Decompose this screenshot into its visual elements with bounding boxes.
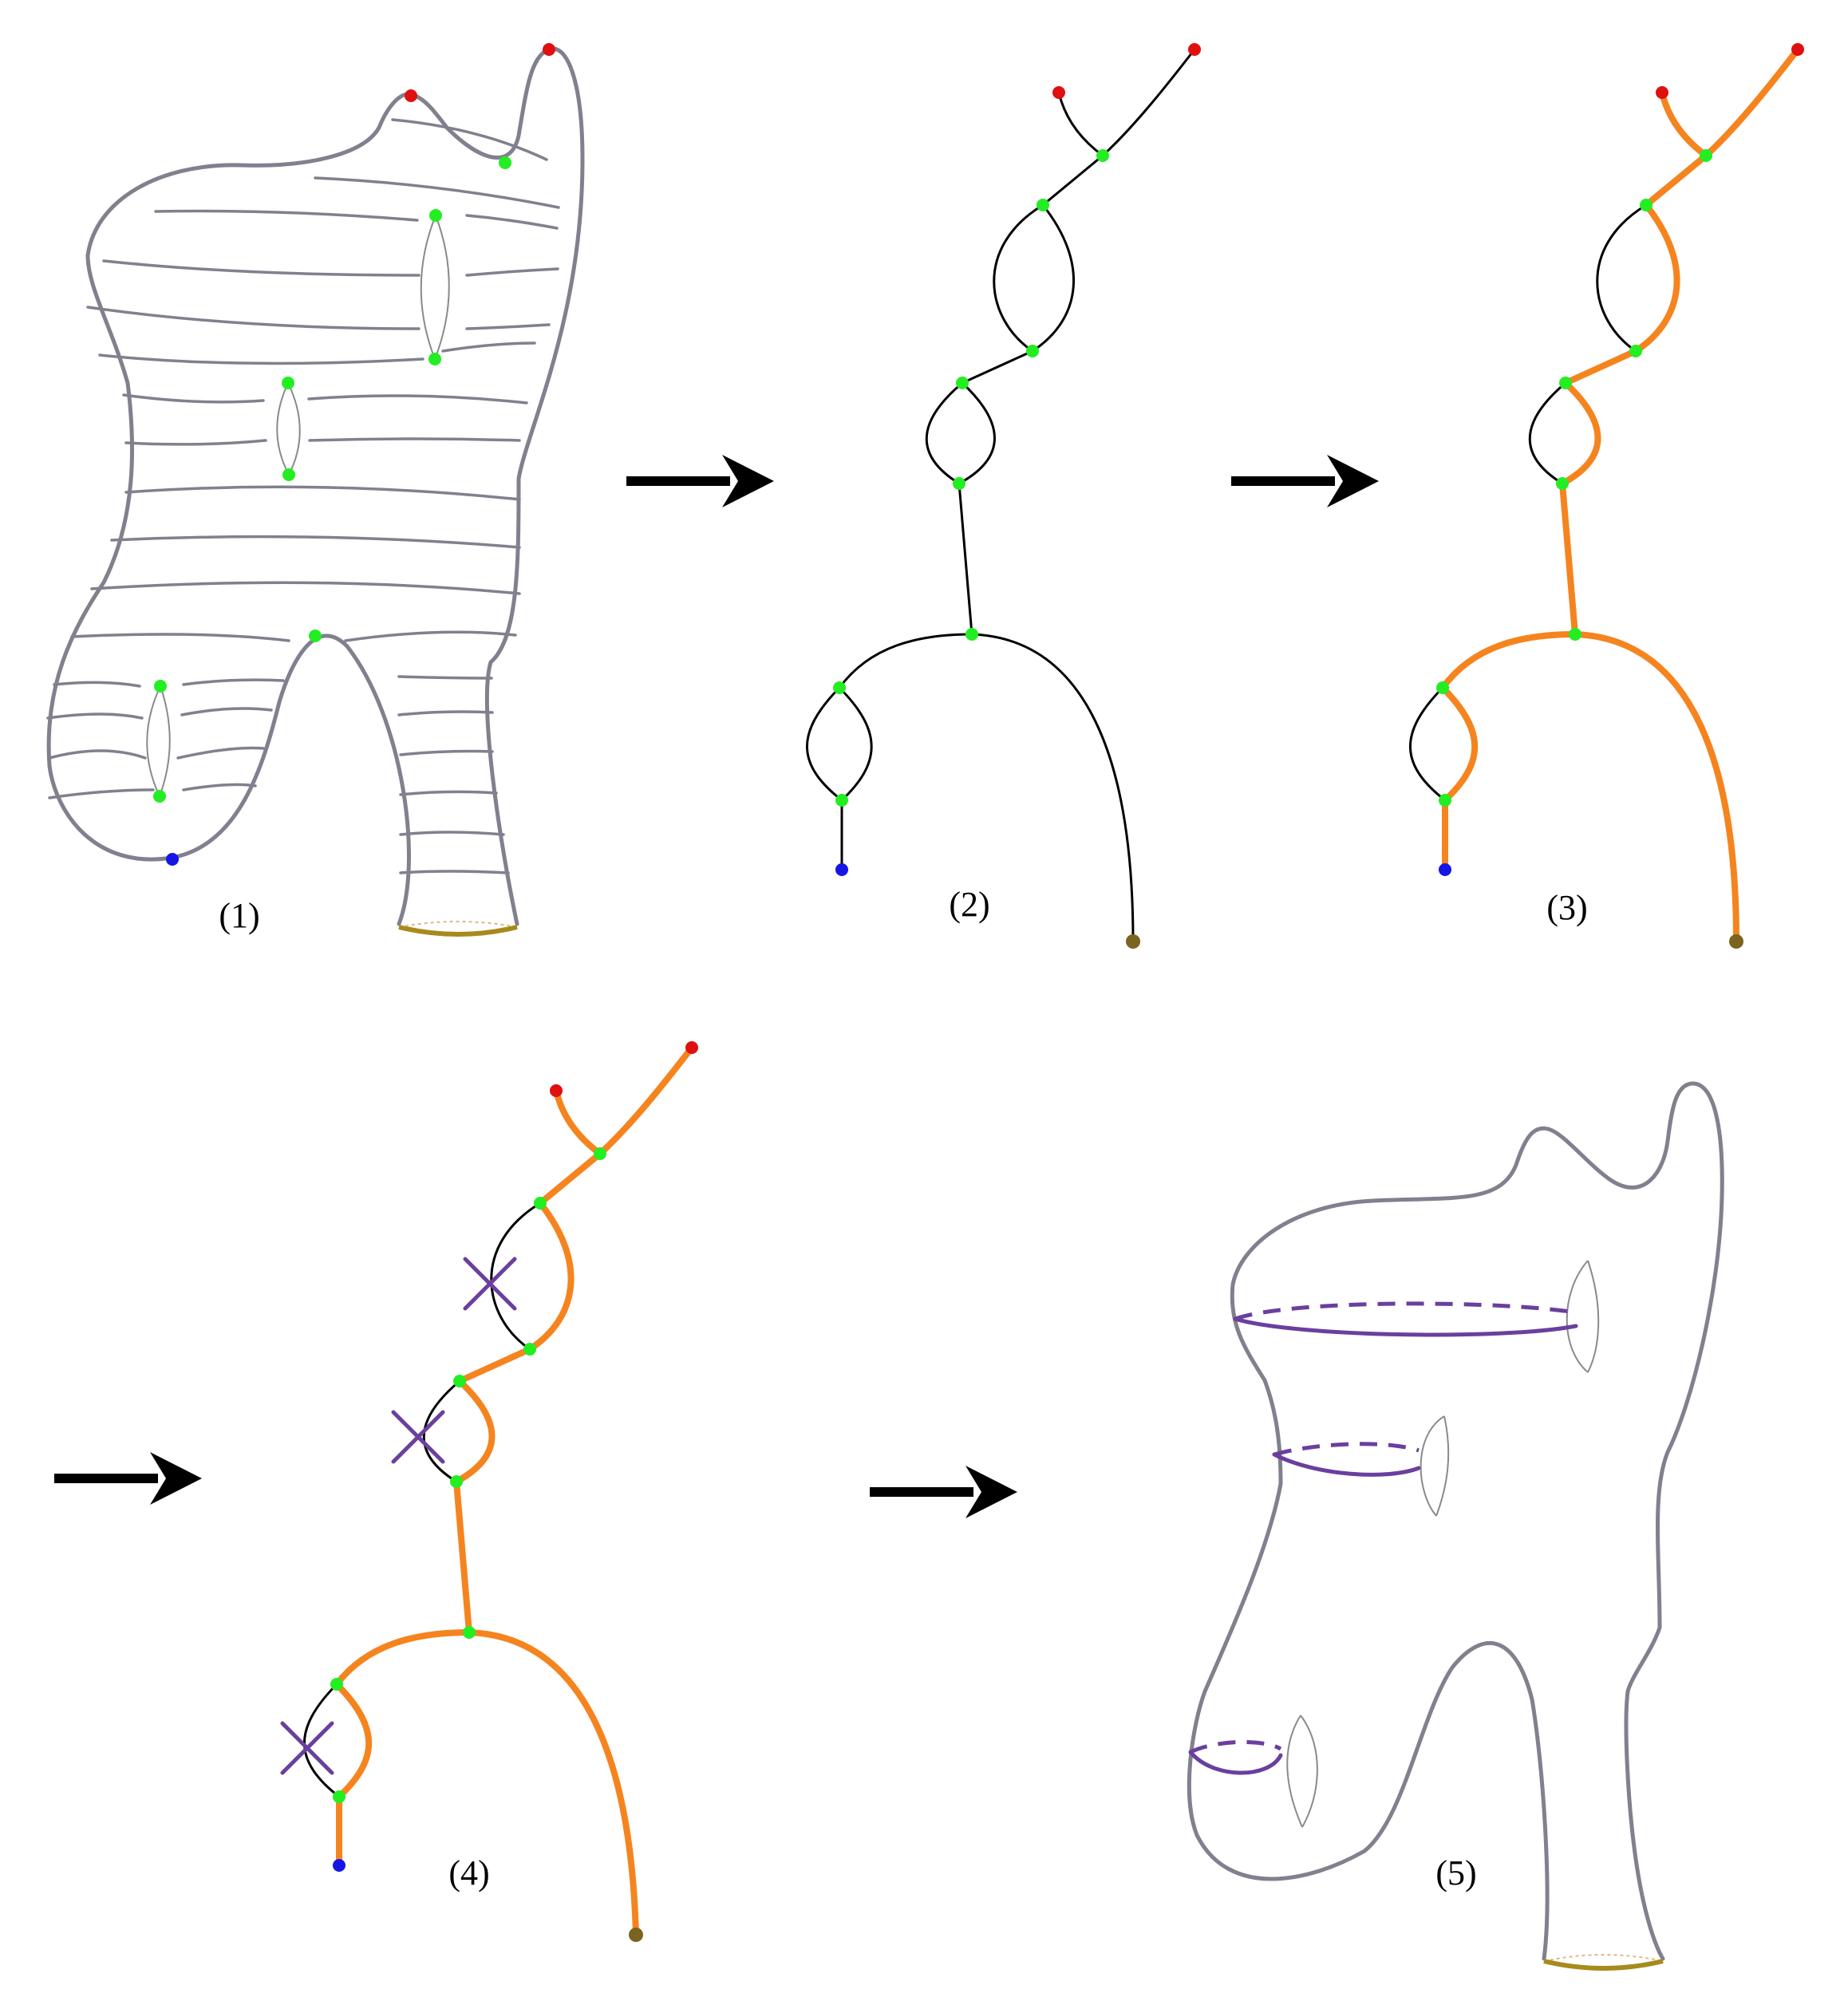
panel-2-nodes: [833, 43, 1201, 949]
cut-curve-back: [1234, 1301, 1577, 1321]
panel-5-label: (5): [1435, 1853, 1476, 1893]
cut-curve-front: [1188, 1750, 1283, 1775]
saddle-node: [523, 1343, 536, 1356]
maximum-node: [1791, 43, 1804, 56]
saddle-node: [953, 477, 965, 490]
panel-5-boundary-back: [1543, 1954, 1664, 1962]
minimum-point: [166, 853, 179, 866]
saddle-node: [450, 1475, 463, 1488]
right-arrow-icon: [1231, 455, 1379, 507]
panel-1-critical-points: [153, 43, 555, 866]
saddle-node: [1700, 149, 1712, 162]
panel-3-graph: (3): [1409, 43, 1804, 949]
saddle-node: [333, 1790, 346, 1803]
minimum-node: [333, 1859, 346, 1872]
minimum-node: [1439, 863, 1451, 876]
saddle-node: [453, 1375, 466, 1387]
panel-1-handles: [146, 215, 450, 797]
panel-3-nodes: [1436, 43, 1804, 949]
panel-5-boundary-ring: [1543, 1959, 1664, 1971]
saddle-node: [956, 377, 969, 389]
minimum-node: [835, 863, 848, 876]
maximum-node: [1656, 86, 1668, 99]
boundary-node: [1729, 934, 1743, 949]
saddle-node: [835, 794, 848, 807]
saddle-point: [153, 790, 166, 803]
panel-5-surface-outline: [1187, 1081, 1724, 1961]
maximum-point: [405, 89, 417, 102]
panel-5-handles: [1286, 1260, 1600, 1828]
panel-5-cut-curves: [1188, 1301, 1578, 1775]
panel-3-label: (3): [1546, 888, 1587, 927]
saddle-point: [282, 377, 294, 389]
panel-2-label: (2): [949, 885, 989, 924]
saddle-node: [1037, 199, 1049, 211]
panel-4-black-edges: [303, 1202, 542, 1798]
panel-1-surface-outline: [46, 46, 585, 926]
panel-1-surface: (1): [46, 43, 585, 937]
saddle-point: [499, 156, 511, 169]
maximum-point: [543, 43, 555, 56]
cut-curve-front: [1272, 1452, 1421, 1477]
boundary-node: [629, 1928, 643, 1942]
cross-mark-icon: [391, 1410, 445, 1464]
saddle-point: [154, 680, 167, 693]
right-arrow-icon: [870, 1466, 1017, 1518]
panel-4-spanning-tree: [334, 1044, 695, 1938]
saddle-node: [1559, 377, 1572, 389]
maximum-node: [1052, 86, 1065, 99]
cross-mark-icon: [463, 1257, 517, 1311]
panel-4-label: (4): [448, 1853, 489, 1893]
saddle-node: [965, 628, 978, 641]
cut-curve-back: [1189, 1739, 1282, 1754]
panel-5-surface: (5): [1187, 1081, 1724, 1971]
right-arrow-icon: [54, 1452, 202, 1505]
saddle-node: [330, 1678, 343, 1691]
saddle-node: [1026, 345, 1039, 357]
panel-1-boundary-back: [398, 921, 518, 928]
maximum-node: [1188, 43, 1201, 56]
saddle-node: [594, 1147, 606, 1160]
panel-1-boundary-ring: [398, 925, 518, 937]
cut-curve-front: [1233, 1316, 1578, 1337]
cross-mark-icon: [280, 1721, 334, 1775]
saddle-point: [282, 468, 295, 481]
saddle-node: [1439, 794, 1451, 807]
saddle-node: [463, 1626, 476, 1639]
cut-curve-back: [1273, 1442, 1420, 1457]
saddle-node: [534, 1197, 547, 1210]
maximum-node: [685, 1041, 698, 1054]
panel-4-graph: (4): [280, 1041, 698, 1942]
panel-4-nodes: [330, 1041, 698, 1942]
panel-1-level-curves: [46, 118, 560, 874]
panel-2-graph: (2): [806, 43, 1201, 949]
saddle-node: [1629, 345, 1642, 357]
saddle-node: [1640, 199, 1653, 211]
saddle-node: [833, 681, 846, 694]
maximum-node: [550, 1084, 563, 1097]
boundary-node: [1126, 934, 1140, 949]
saddle-node: [1096, 149, 1109, 162]
panel-3-spanning-tree: [1439, 46, 1801, 945]
saddle-point: [309, 630, 322, 642]
right-arrow-icon: [626, 455, 774, 507]
saddle-point: [429, 209, 442, 222]
saddle-point: [428, 353, 441, 365]
saddle-node: [1569, 628, 1581, 641]
panel-3-black-edges: [1409, 203, 1648, 802]
saddle-node: [1556, 477, 1569, 490]
panel-1-label: (1): [219, 896, 259, 935]
saddle-node: [1436, 681, 1449, 694]
